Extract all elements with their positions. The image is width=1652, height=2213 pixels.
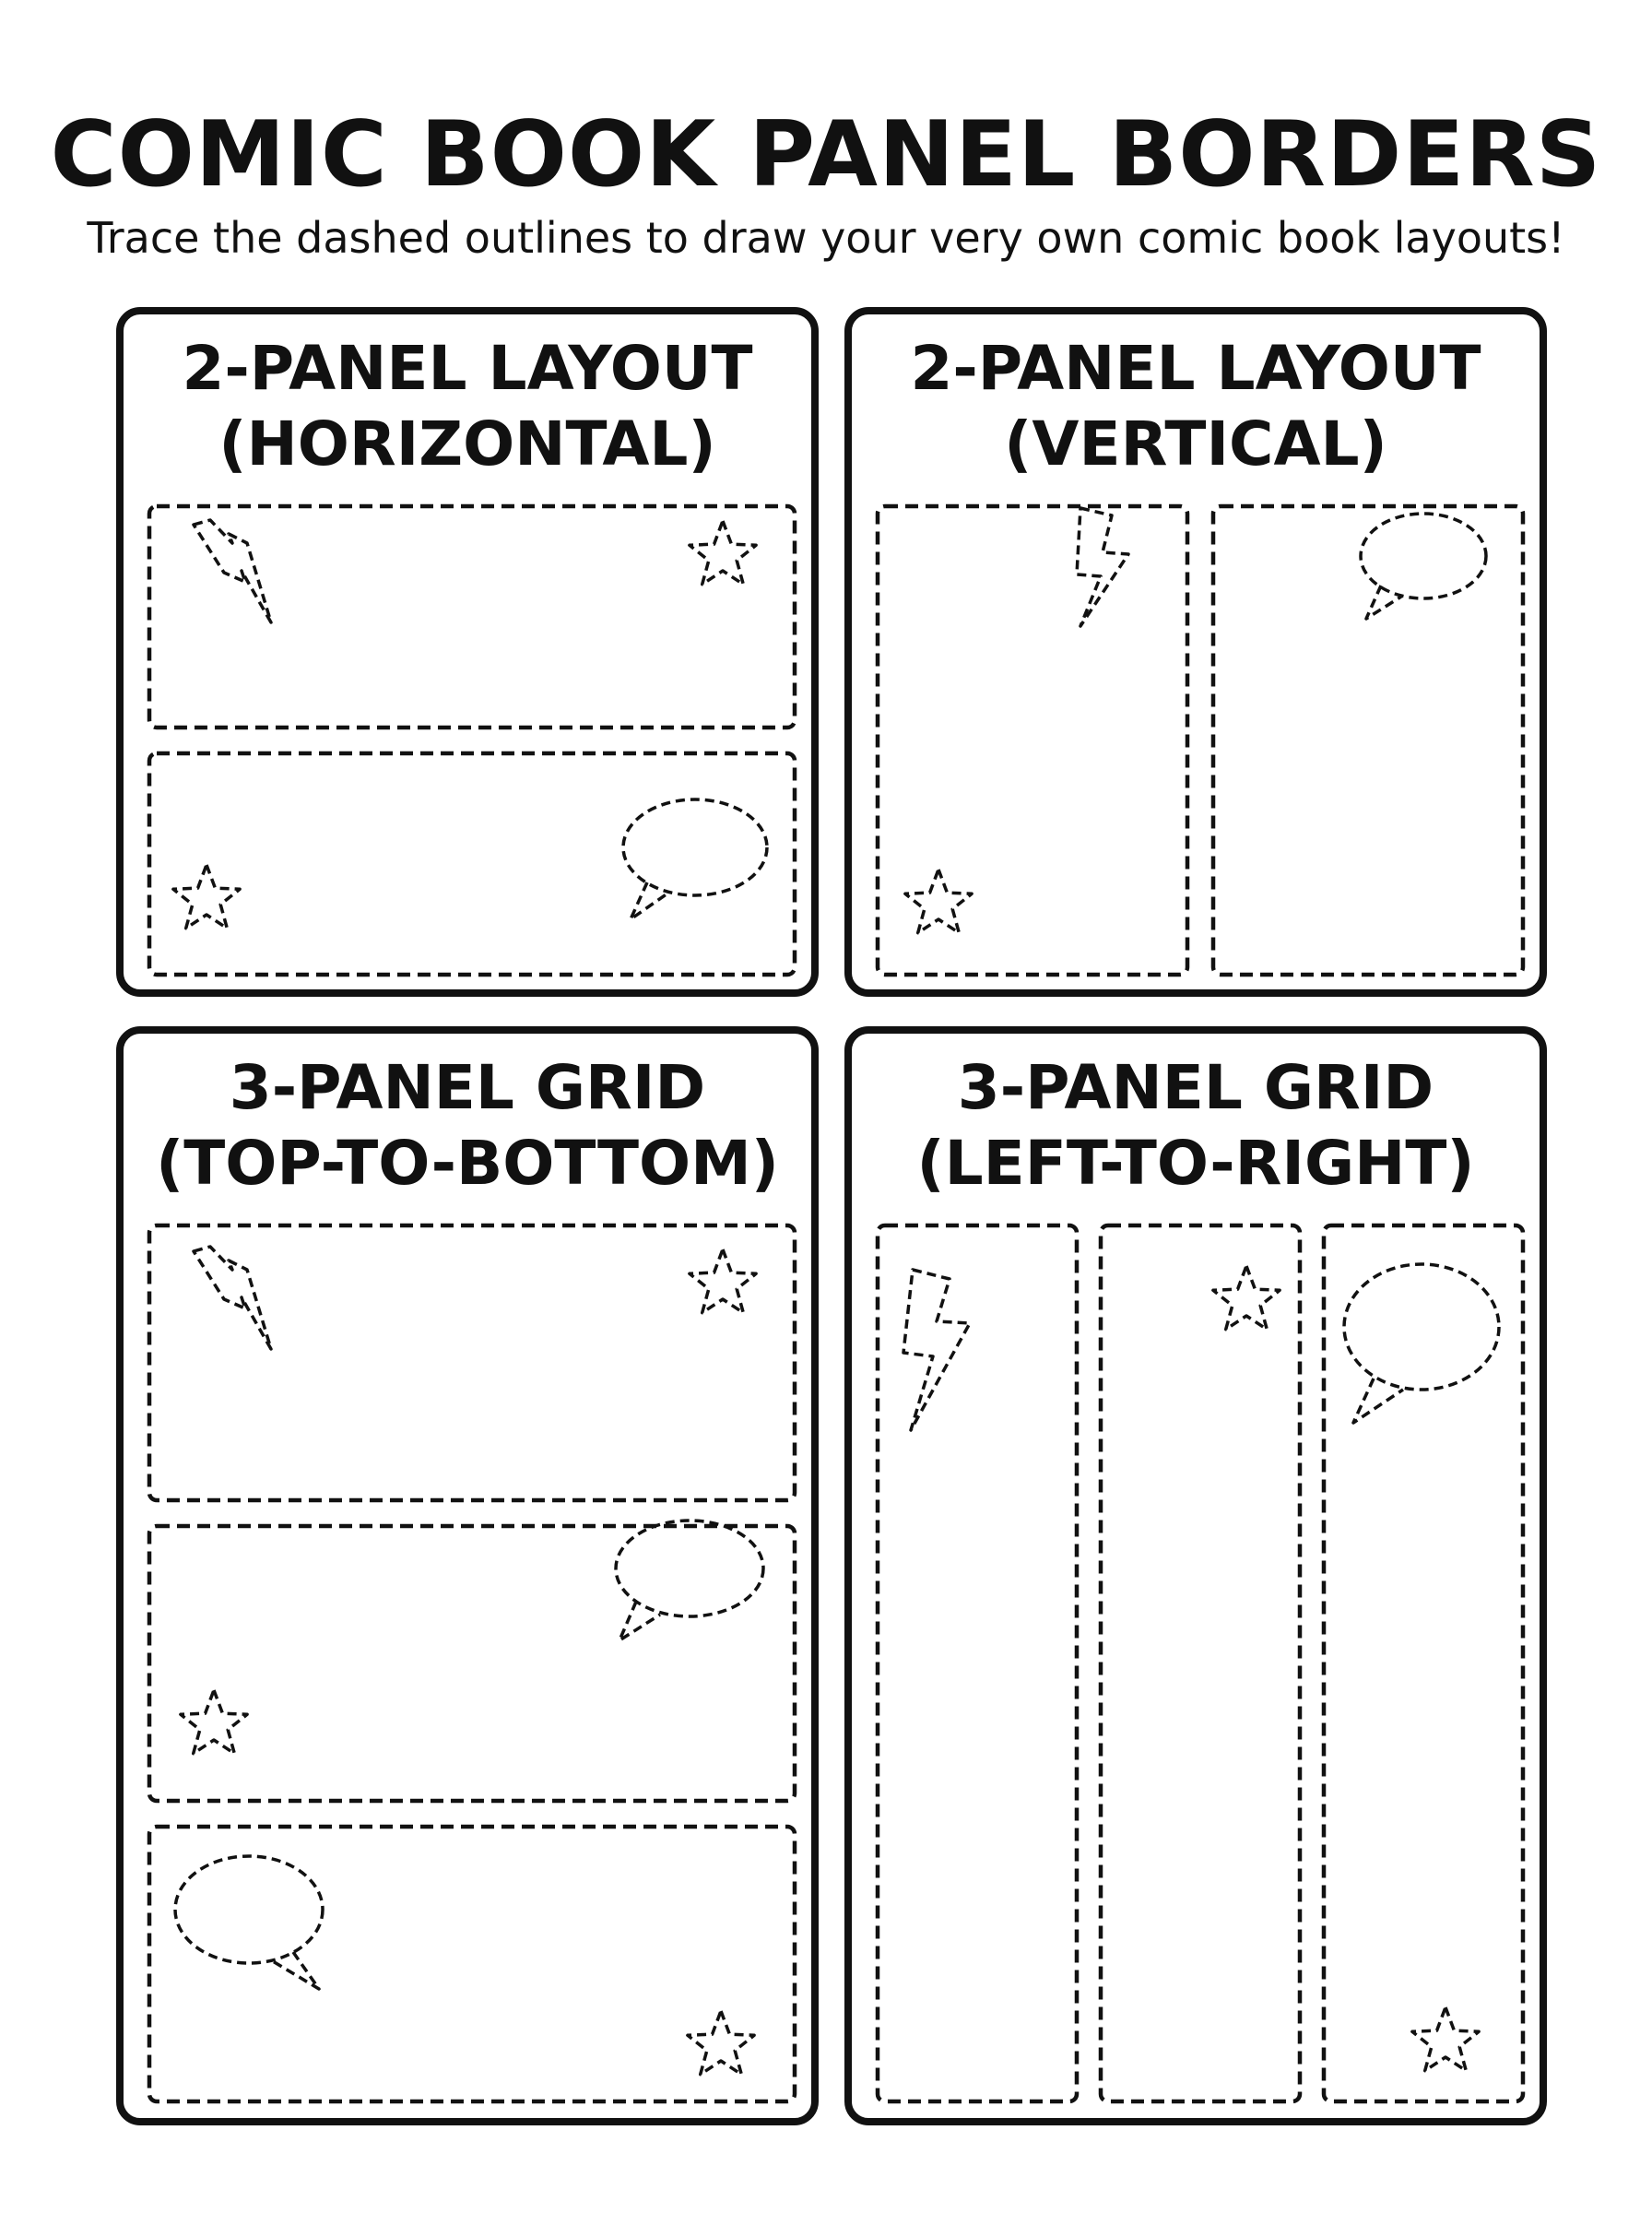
dashed-panel-1[interactable] bbox=[147, 1223, 797, 1503]
layout-title-line-1: 3-PANEL GRID bbox=[957, 1052, 1434, 1123]
layout-title: 3-PANEL GRID (LEFT-TO-RIGHT) bbox=[852, 1050, 1540, 1201]
dashed-panel-2[interactable] bbox=[1098, 1223, 1303, 2104]
speech-bubble-icon bbox=[614, 1519, 765, 1642]
lightning-bolt-icon bbox=[902, 1268, 972, 1432]
panel-area bbox=[875, 503, 1526, 977]
speech-bubble-icon bbox=[621, 798, 769, 921]
layout-title-line-1: 2-PANEL LAYOUT bbox=[910, 333, 1481, 404]
dashed-panel-2[interactable] bbox=[147, 751, 797, 977]
dashed-panel-3[interactable] bbox=[1321, 1223, 1526, 2104]
dashed-panel-3[interactable] bbox=[147, 1824, 797, 2104]
layout-title-line-1: 2-PANEL LAYOUT bbox=[182, 333, 753, 404]
star-icon bbox=[179, 1688, 249, 1756]
layout-card-3-panel-top-to-bottom: 3-PANEL GRID (TOP-TO-BOTTOM) bbox=[116, 1026, 819, 2125]
layout-card-3-panel-left-to-right: 3-PANEL GRID (LEFT-TO-RIGHT) bbox=[844, 1026, 1547, 2125]
panel-area bbox=[147, 503, 797, 977]
lightning-bolt-icon bbox=[1075, 506, 1130, 628]
dashed-panel-1[interactable] bbox=[875, 1223, 1080, 2104]
page-title: COMIC BOOK PANEL BORDERS bbox=[50, 102, 1602, 207]
layout-title: 2-PANEL LAYOUT (VERTICAL) bbox=[852, 331, 1540, 482]
layout-card-2-panel-vertical: 2-PANEL LAYOUT (VERTICAL) bbox=[844, 307, 1547, 997]
star-icon bbox=[1410, 2006, 1481, 2073]
star-icon bbox=[171, 863, 242, 930]
panel-area bbox=[875, 1223, 1526, 2104]
dashed-panel-1[interactable] bbox=[147, 503, 797, 730]
speech-bubble-icon bbox=[1342, 1262, 1501, 1425]
star-icon bbox=[688, 1248, 758, 1315]
lightning-bolt-icon bbox=[192, 518, 273, 624]
panel-area bbox=[147, 1223, 797, 2104]
speech-bubble-icon bbox=[1359, 512, 1488, 621]
speech-bubble-icon bbox=[173, 1854, 324, 1991]
layout-title: 3-PANEL GRID (TOP-TO-BOTTOM) bbox=[124, 1050, 811, 1201]
star-icon bbox=[686, 2009, 756, 2077]
star-icon bbox=[1211, 1264, 1281, 1331]
page-subtitle: Trace the dashed outlines to draw your v… bbox=[87, 213, 1565, 263]
lightning-bolt-icon bbox=[192, 1245, 273, 1351]
layout-card-2-panel-horizontal: 2-PANEL LAYOUT (HORIZONTAL) bbox=[116, 307, 819, 997]
layout-title-line-2: (LEFT-TO-RIGHT) bbox=[916, 1128, 1475, 1199]
layout-title: 2-PANEL LAYOUT (HORIZONTAL) bbox=[124, 331, 811, 482]
layout-title-line-2: (VERTICAL) bbox=[1004, 408, 1387, 479]
dashed-panel-1[interactable] bbox=[875, 503, 1190, 977]
dashed-panel-2[interactable] bbox=[147, 1523, 797, 1804]
layout-title-line-2: (HORIZONTAL) bbox=[218, 408, 716, 479]
star-icon bbox=[688, 519, 758, 586]
layout-title-line-2: (TOP-TO-BOTTOM) bbox=[156, 1128, 779, 1199]
dashed-panel-2[interactable] bbox=[1210, 503, 1526, 977]
layout-title-line-1: 3-PANEL GRID bbox=[229, 1052, 706, 1123]
star-icon bbox=[903, 868, 974, 935]
